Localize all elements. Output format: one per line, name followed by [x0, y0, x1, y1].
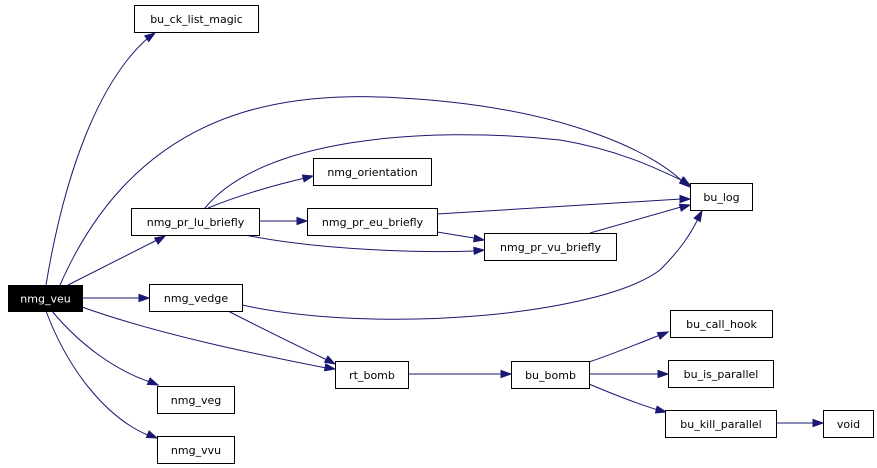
- nodes-layer: nmg_veu bu_ck_list_magic nmg_pr_lu_briefly…: [8, 5, 874, 464]
- arrowhead-icon: [678, 203, 692, 212]
- node-box: [665, 410, 777, 438]
- node-nmg-veg[interactable]: nmg_veg: [157, 386, 235, 414]
- node-box: [511, 361, 590, 389]
- arrowhead-icon: [472, 234, 486, 243]
- node-bu-call-hook[interactable]: bu_call_hook: [670, 310, 773, 338]
- edge-nmg_vedge-to-rt_bomb: [227, 310, 337, 365]
- arrowhead-icon: [654, 405, 668, 414]
- node-label: rt_bomb: [349, 369, 395, 382]
- node-label: nmg_pr_lu_briefly: [147, 216, 245, 229]
- arrowhead-icon: [657, 369, 670, 379]
- edge-nmg_pr_lu_briefly-to-nmg_orientation: [207, 174, 315, 209]
- node-label: bu_is_parallel: [684, 368, 759, 381]
- node-box: [313, 158, 432, 186]
- arrowhead-icon: [153, 235, 167, 245]
- node-label: bu_call_hook: [686, 318, 757, 331]
- edge-nmg_veu-to-nmg_pr_lu_briefly: [67, 235, 167, 286]
- edge-nmg_pr_lu_briefly-to-bu_log: [204, 134, 692, 209]
- node-label: nmg_veu: [20, 293, 70, 306]
- node-label: bu_bomb: [525, 369, 576, 382]
- node-box: [149, 284, 243, 312]
- arrowhead-icon: [138, 293, 151, 303]
- node-nmg-pr-vu-briefly[interactable]: nmg_pr_vu_briefly: [484, 233, 617, 261]
- node-box: [690, 183, 753, 211]
- arrowhead-icon: [678, 176, 692, 186]
- node-box: [670, 310, 773, 338]
- node-label: nmg_orientation: [327, 166, 417, 179]
- edges-layer: [45, 32, 825, 439]
- arrowhead-icon: [145, 430, 159, 439]
- edge-bu_kill_parallel-to-void: [776, 418, 825, 428]
- edge-nmg_pr_lu_briefly-to-nmg_pr_vu_briefly: [244, 234, 486, 256]
- node-box: [307, 208, 438, 236]
- node-nmg-veu[interactable]: nmg_veu: [8, 285, 83, 312]
- edge-nmg_veu-to-nmg_vvu: [45, 310, 159, 439]
- arrowhead-icon: [500, 369, 513, 379]
- edge-nmg_pr_eu_briefly-to-bu_log: [436, 194, 692, 215]
- edge-nmg_veu-to-nmg_veg: [51, 310, 160, 386]
- node-rt-bomb[interactable]: rt_bomb: [335, 361, 409, 389]
- node-label: bu_kill_parallel: [680, 418, 761, 431]
- arrowhead-icon: [146, 377, 160, 386]
- node-box: [131, 208, 260, 236]
- arrowhead-icon: [693, 209, 703, 223]
- node-nmg-orientation[interactable]: nmg_orientation: [313, 158, 432, 186]
- node-label: bu_ck_list_magic: [150, 13, 243, 26]
- arrowhead-icon: [679, 194, 692, 204]
- arrowhead-icon: [473, 246, 486, 256]
- edge-bu_bomb-to-bu_call_hook: [588, 331, 670, 363]
- node-void[interactable]: void: [823, 410, 874, 438]
- arrowhead-icon: [812, 418, 825, 428]
- node-nmg-vedge[interactable]: nmg_vedge: [149, 284, 243, 312]
- edge-nmg_pr_eu_briefly-to-nmg_pr_vu_briefly: [436, 231, 486, 243]
- node-label: nmg_vvu: [171, 444, 221, 457]
- node-box: [8, 285, 83, 312]
- node-bu-log[interactable]: bu_log: [690, 183, 753, 211]
- edge-nmg_pr_lu_briefly-to-nmg_pr_eu_briefly: [259, 216, 309, 226]
- node-nmg-pr-lu-briefly[interactable]: nmg_pr_lu_briefly: [131, 208, 260, 236]
- node-box: [484, 233, 617, 261]
- node-nmg-pr-eu-briefly[interactable]: nmg_pr_eu_briefly: [307, 208, 438, 236]
- node-label: nmg_pr_eu_briefly: [322, 216, 424, 229]
- edge-nmg_veu-to-nmg_vedge: [82, 293, 151, 303]
- node-label: nmg_veg: [171, 394, 221, 407]
- edge-nmg_pr_vu_briefly-to-bu_log: [589, 203, 692, 234]
- arrowhead-icon: [323, 363, 337, 372]
- arrowhead-icon: [301, 174, 315, 183]
- node-box: [157, 386, 235, 414]
- node-box: [335, 361, 409, 389]
- node-box: [823, 410, 874, 438]
- node-label: nmg_pr_vu_briefly: [500, 241, 601, 254]
- edge-nmg_veu-to-rt_bomb: [81, 306, 337, 372]
- node-nmg-vvu[interactable]: nmg_vvu: [157, 436, 235, 464]
- arrowhead-icon: [143, 32, 157, 43]
- node-label: bu_log: [703, 191, 739, 204]
- node-box: [157, 436, 235, 464]
- edge-nmg_veu-to-bu_ck_list_magic: [45, 32, 157, 286]
- edge-nmg_vedge-to-bu_log: [241, 209, 703, 320]
- node-bu-is-parallel[interactable]: bu_is_parallel: [668, 360, 774, 388]
- arrowhead-icon: [296, 216, 309, 226]
- node-bu-kill-parallel[interactable]: bu_kill_parallel: [665, 410, 777, 438]
- node-bu-bomb[interactable]: bu_bomb: [511, 361, 590, 389]
- arrowhead-icon: [656, 331, 670, 340]
- edge-bu_bomb-to-bu_kill_parallel: [588, 383, 668, 414]
- node-label: void: [837, 418, 860, 431]
- edge-bu_bomb-to-bu_is_parallel: [589, 369, 670, 379]
- node-bu-ck-list-magic[interactable]: bu_ck_list_magic: [134, 5, 259, 33]
- node-label: nmg_vedge: [164, 292, 228, 305]
- node-box: [668, 360, 774, 388]
- edge-rt_bomb-to-bu_bomb: [408, 369, 513, 379]
- arrowhead-icon: [323, 355, 337, 365]
- node-box: [134, 5, 259, 33]
